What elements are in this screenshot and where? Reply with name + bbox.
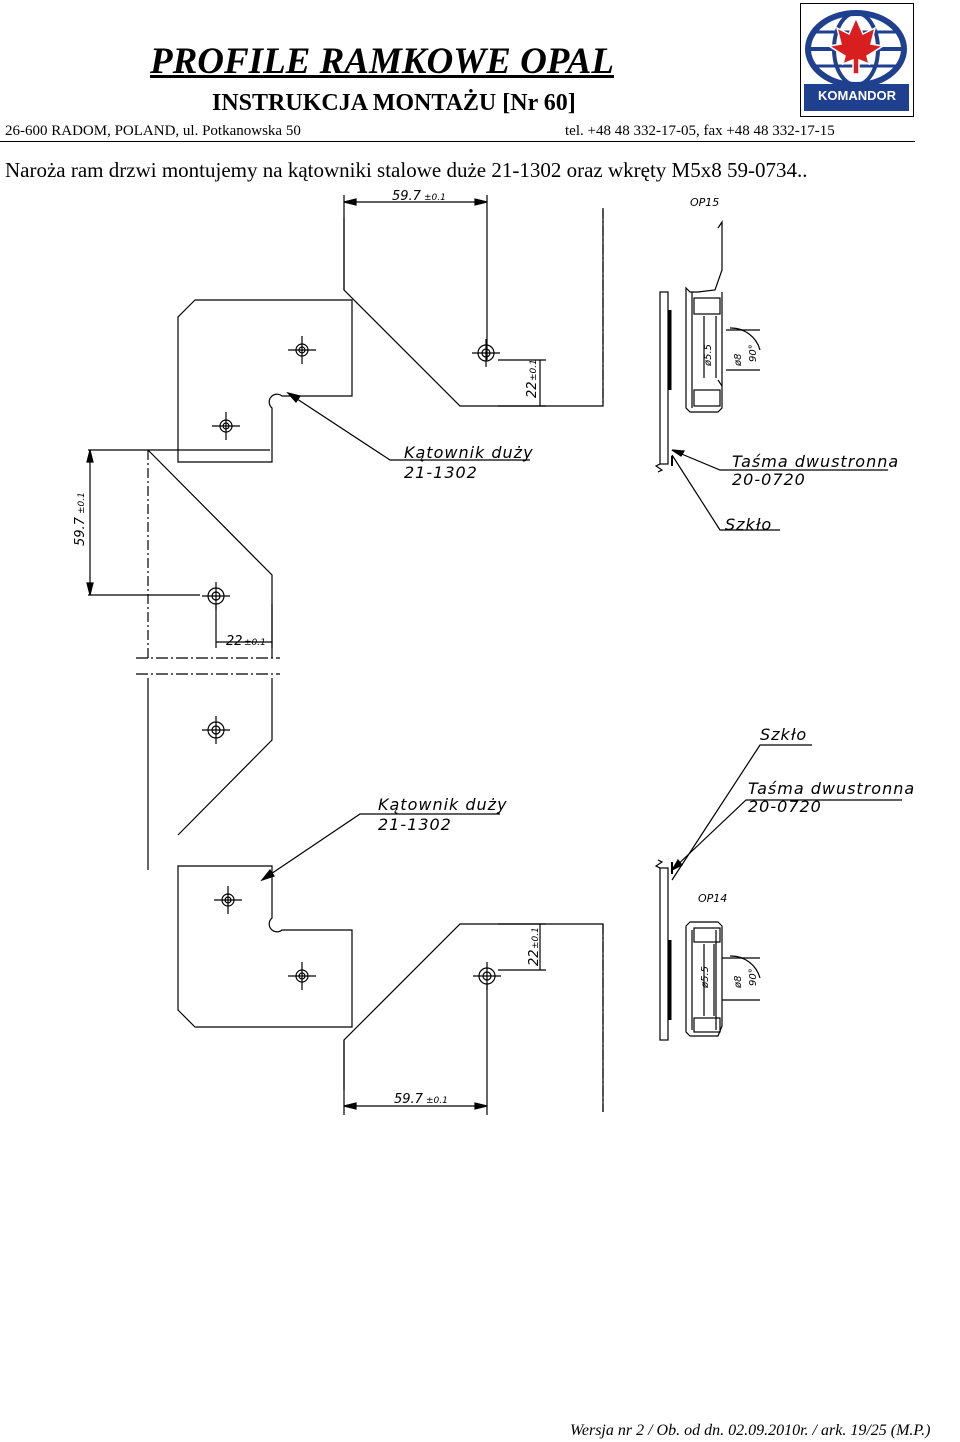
bottom-width-tolerance: ±0.1	[426, 1096, 448, 1106]
op15-d55-label: ø5.5	[703, 344, 714, 367]
top-bracket-label: Kątownik duży	[404, 443, 534, 462]
top-width-tolerance: ±0.1	[424, 193, 446, 203]
instruction-text: Naroża ram drzwi montujemy na kątowniki …	[5, 158, 808, 182]
logo-wordmark: KOMANDOR	[818, 88, 896, 103]
top-bracket-hole	[472, 339, 500, 367]
op14-profile-label: OP14	[698, 892, 727, 905]
side-height-dimension	[86, 449, 270, 596]
left-bracket-hole-1	[288, 336, 316, 364]
op14-d8-label: ø8	[733, 976, 744, 989]
op15-profile-label: OP15	[690, 196, 719, 209]
top-bracket-code: 21-1302	[404, 463, 478, 482]
top-bracket-outline	[343, 210, 604, 407]
top-glass-label: Szkło	[725, 515, 772, 534]
top-tape-code: 20-0720	[732, 470, 806, 489]
bottom-hole-dimension	[498, 923, 546, 971]
top-hole-dimension	[498, 359, 546, 407]
top-tape-label: Taśma dwustronna	[732, 452, 899, 471]
side-height-tolerance: ±0.1	[77, 492, 87, 514]
bottom-width-value: 59.7	[394, 1092, 424, 1107]
op14-d55-label: ø5.5	[700, 966, 711, 989]
document-subtitle: INSTRUKCJA MONTAŻU [Nr 60]	[212, 90, 576, 116]
bottom-hole-tolerance: ±0.1	[531, 927, 541, 949]
top-hole-tolerance: ±0.1	[529, 359, 539, 381]
bottom-tape-code: 20-0720	[748, 797, 822, 816]
bottom-bracket-code: 21-1302	[378, 815, 452, 834]
top-hole-value: 22	[525, 381, 540, 398]
document-title: PROFILE RAMKOWE OPAL	[150, 41, 614, 82]
op15-angle-label: 90°	[748, 344, 759, 362]
op14-profile-section	[654, 859, 761, 1041]
bottom-width-dimension	[343, 984, 488, 1115]
left-bracket-hole-2	[212, 412, 240, 440]
side-bracket-upper-outline	[147, 449, 273, 658]
technical-drawing: 59.7 ±0.1 OP15 22 ±0.1 ø5.5 ø8 90° Kątow…	[73, 189, 915, 1115]
side-height-value: 59.7	[73, 516, 88, 546]
bottom-hole-value: 22	[527, 949, 542, 966]
bottom-left-hole-1	[214, 886, 242, 914]
side-bracket-hole-lower	[202, 716, 230, 744]
side-hole-tolerance: ±0.1	[244, 638, 266, 648]
globe-leaf-icon	[804, 10, 909, 111]
company-phones: tel. +48 48 332-17-05, fax +48 48 332-17…	[565, 123, 835, 139]
bottom-left-hole-2	[288, 962, 316, 990]
top-width-value: 59.7	[392, 189, 422, 204]
komandor-logo	[800, 3, 914, 117]
bottom-bracket-outline	[343, 923, 604, 1112]
op15-profile-section	[654, 220, 761, 473]
op14-angle-label: 90°	[748, 968, 759, 986]
bottom-bracket-label: Kątownik duży	[378, 795, 508, 814]
op15-d8-label: ø8	[733, 354, 744, 367]
side-hole-value: 22	[226, 634, 243, 649]
top-width-dimension	[343, 195, 488, 360]
header-divider	[0, 141, 915, 142]
left-l-bracket-outline	[177, 299, 353, 463]
bottom-l-bracket-outline	[177, 865, 353, 1028]
bottom-glass-label: Szkło	[760, 725, 807, 744]
company-address: 26-600 RADOM, POLAND, ul. Potkanowska 50	[5, 123, 301, 139]
side-hole-dimension	[215, 604, 273, 648]
bottom-tape-label: Taśma dwustronna	[748, 779, 915, 798]
document-footer: Wersja nr 2 / Ob. od dn. 02.09.2010r. / …	[570, 1422, 931, 1439]
side-bracket-lower-outline	[147, 678, 273, 870]
